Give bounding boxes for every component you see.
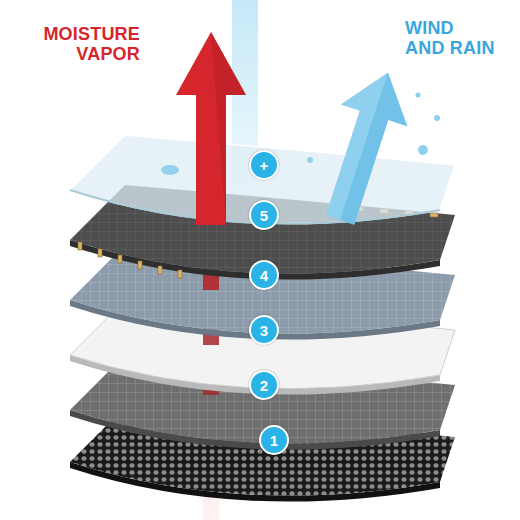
flow-heading: WIND AND RAIN — [405, 18, 497, 58]
flow-heading: MOISTURE VAPOR — [30, 24, 140, 64]
callout-number: 3 — [249, 315, 279, 345]
callout-number: 5 — [249, 200, 279, 230]
callout-number: 1 — [259, 425, 289, 455]
callout-number: 4 — [249, 260, 279, 290]
callout-number: + — [249, 150, 279, 180]
callout-number: 2 — [249, 370, 279, 400]
